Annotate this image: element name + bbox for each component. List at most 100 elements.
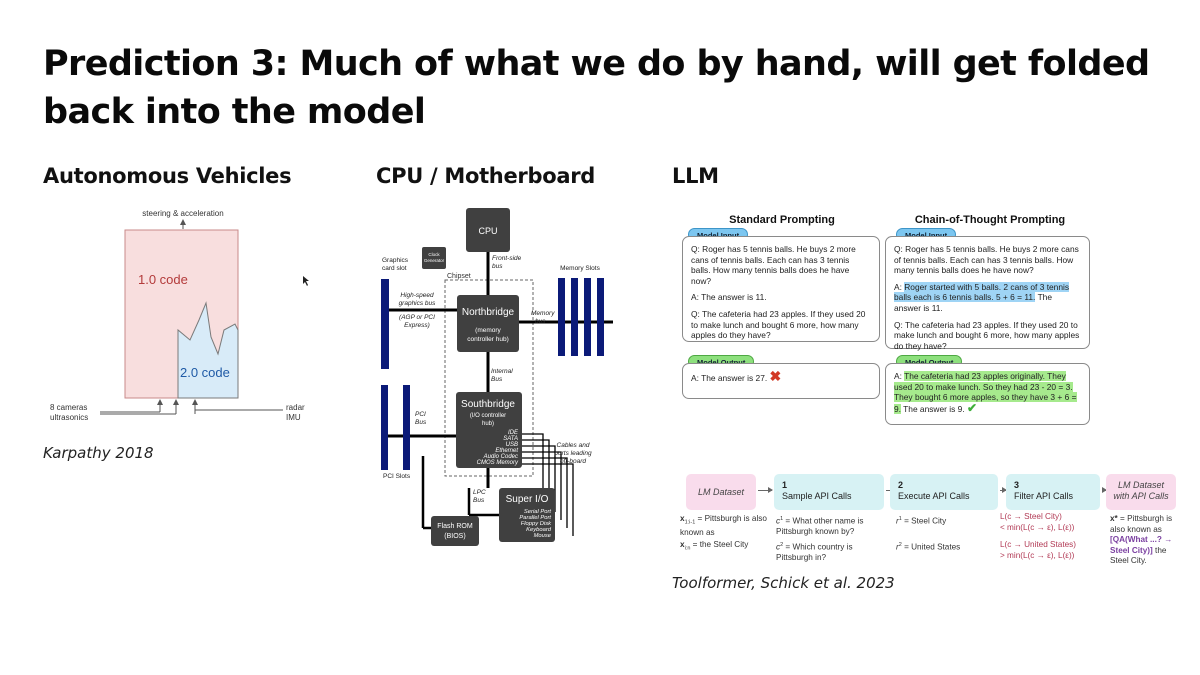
svg-text:off-board: off-board: [560, 458, 586, 465]
svg-text:graphics bus: graphics bus: [399, 300, 437, 307]
cursor-icon: [303, 276, 309, 286]
augmented-example: x* = Pittsburgh is also known as [QA(Wha…: [1110, 514, 1173, 565]
cpu-heading: CPU / Motherboard: [376, 164, 595, 188]
pci-slot: [403, 385, 410, 470]
input-imu: IMU: [286, 413, 301, 422]
super-io-chip: [499, 488, 555, 542]
step-filter-api-calls: 3 Filter API Calls: [1006, 474, 1100, 510]
svg-text:Express): Express): [404, 322, 430, 329]
svg-text:PCI Slots: PCI Slots: [383, 473, 411, 480]
svg-text:Graphics: Graphics: [382, 257, 409, 264]
slide-title: Prediction 3: Much of what we do by hand…: [43, 44, 1150, 132]
memory-slot: [571, 278, 578, 356]
check-icon: ✔: [966, 400, 978, 415]
svg-text:Northbridge: Northbridge: [462, 307, 515, 318]
svg-text:USB: USB: [506, 442, 518, 448]
lm-dataset-box: LM Dataset: [686, 474, 756, 510]
memory-slot: [558, 278, 565, 356]
api-call-1: c1 = What other name is Pittsburgh known…: [776, 516, 864, 537]
input-radar: radar: [286, 403, 305, 412]
llm-caption: Toolformer, Schick et al. 2023: [672, 574, 895, 592]
input-ultrasonics: ultrasonics: [50, 413, 88, 422]
av-heading: Autonomous Vehicles: [43, 164, 292, 188]
svg-text:Cables and: Cables and: [557, 442, 590, 449]
svg-text:bus: bus: [535, 318, 546, 325]
svg-text:card slot: card slot: [382, 265, 407, 272]
cpu-chip: [466, 208, 510, 252]
svg-text:Floppy Disk: Floppy Disk: [521, 521, 552, 527]
svg-text:High-speed: High-speed: [400, 292, 434, 299]
flash-rom-chip: [431, 516, 479, 546]
av-top-label: steering & acceleration: [142, 209, 223, 218]
toolformer-figure: LM Dataset 1 Sample API Calls 2 Execute …: [672, 470, 1182, 575]
svg-text:LPC: LPC: [473, 489, 486, 496]
input-cameras: 8 cameras: [50, 403, 87, 412]
svg-text:CMOS Memory: CMOS Memory: [477, 460, 519, 466]
svg-text:(memory: (memory: [475, 327, 501, 334]
api-result-2: r2 = United States: [896, 542, 961, 552]
cot-reasoning-highlight: Roger started with 5 balls. 2 cans of 3 …: [894, 281, 1070, 303]
svg-text:Front-side: Front-side: [492, 255, 522, 262]
svg-text:IDE: IDE: [508, 430, 519, 436]
cross-icon: ✖: [769, 368, 782, 384]
svg-text:Keyboard: Keyboard: [526, 527, 552, 533]
step-execute-api-calls: 2 Execute API Calls: [890, 474, 998, 510]
svg-text:Bus: Bus: [415, 419, 427, 426]
svg-text:Mouse: Mouse: [534, 533, 552, 539]
llm-heading: LLM: [672, 164, 719, 188]
svg-text:Southbridge: Southbridge: [461, 399, 515, 410]
svg-text:(BIOS): (BIOS): [444, 533, 465, 540]
svg-text:Ethernet: Ethernet: [495, 448, 518, 454]
code-2-label: 2.0 code: [180, 365, 230, 380]
cot-prompting-title: Chain-of-Thought Prompting: [914, 214, 1066, 226]
code-1-label: 1.0 code: [138, 272, 188, 287]
svg-text:Bus: Bus: [491, 376, 503, 383]
svg-text:Serial Port: Serial Port: [524, 509, 551, 515]
northbridge-chip: [457, 295, 519, 352]
svg-text:bus: bus: [492, 263, 503, 270]
step-sample-api-calls: 1 Sample API Calls: [774, 474, 884, 510]
x-prefix: x1:i-1 = Pittsburgh is also known as: [680, 514, 767, 538]
svg-text:PCI: PCI: [415, 411, 426, 418]
svg-text:CPU: CPU: [478, 226, 497, 236]
svg-text:(I/O controller: (I/O controller: [470, 413, 506, 419]
svg-text:Memory: Memory: [531, 310, 555, 317]
filter-keep: L(c → Steel City) < min(L(c → ε), L(ε)): [1000, 512, 1075, 532]
pci-slot: [381, 385, 388, 470]
filter-drop: L(c → United States) > min(L(c → ε), L(ε…: [1000, 540, 1076, 560]
cot-output-box: A: The cafeteria had 23 apples originall…: [885, 363, 1090, 425]
svg-text:Bus: Bus: [473, 497, 485, 504]
av-diagram: steering & acceleration 1.0 code 2.0 cod…: [50, 209, 309, 422]
chipset-label: Chipset: [447, 273, 471, 280]
lm-dataset-api-box: LM Dataset with API Calls: [1106, 474, 1176, 510]
svg-text:controller hub): controller hub): [467, 336, 509, 343]
svg-text:hub): hub): [482, 421, 494, 427]
x-suffix: xi:n = the Steel City: [680, 540, 749, 552]
southbridge-chip: [456, 392, 522, 468]
memory-slot: [597, 278, 604, 356]
standard-input-box: Q: Roger has 5 tennis balls. He buys 2 m…: [682, 236, 880, 342]
svg-text:(AGP or PCI: (AGP or PCI: [399, 314, 435, 321]
graphics-slot: [381, 279, 389, 369]
svg-text:Internal: Internal: [491, 368, 513, 375]
svg-text:Clock: Clock: [428, 252, 440, 257]
code-2-region: [177, 301, 239, 399]
svg-text:ports leading: ports leading: [553, 450, 592, 457]
standard-output-box: A: The answer is 27. ✖: [682, 363, 880, 399]
cot-figure: Standard Prompting Chain-of-Thought Prom…: [672, 210, 1097, 440]
svg-text:Generator: Generator: [424, 258, 445, 263]
svg-text:SATA: SATA: [503, 436, 518, 442]
standard-prompting-title: Standard Prompting: [729, 214, 835, 226]
svg-text:Audio Codec: Audio Codec: [483, 454, 518, 460]
svg-text:Parallel Port: Parallel Port: [519, 515, 551, 521]
motherboard-diagram: Chipset Graphics card slot High-speed gr…: [381, 208, 613, 546]
svg-text:Memory Slots: Memory Slots: [560, 265, 600, 272]
cot-input-box: Q: Roger has 5 tennis balls. He buys 2 m…: [885, 236, 1090, 351]
memory-slot: [584, 278, 591, 356]
svg-text:Flash ROM: Flash ROM: [437, 523, 473, 530]
av-caption: Karpathy 2018: [43, 444, 154, 462]
clock-generator: [422, 247, 446, 269]
api-result-1: r1 = Steel City: [896, 516, 947, 526]
api-call-2: c2 = Which country is Pittsburgh in?: [776, 542, 853, 563]
svg-text:Super I/O: Super I/O: [506, 494, 549, 505]
